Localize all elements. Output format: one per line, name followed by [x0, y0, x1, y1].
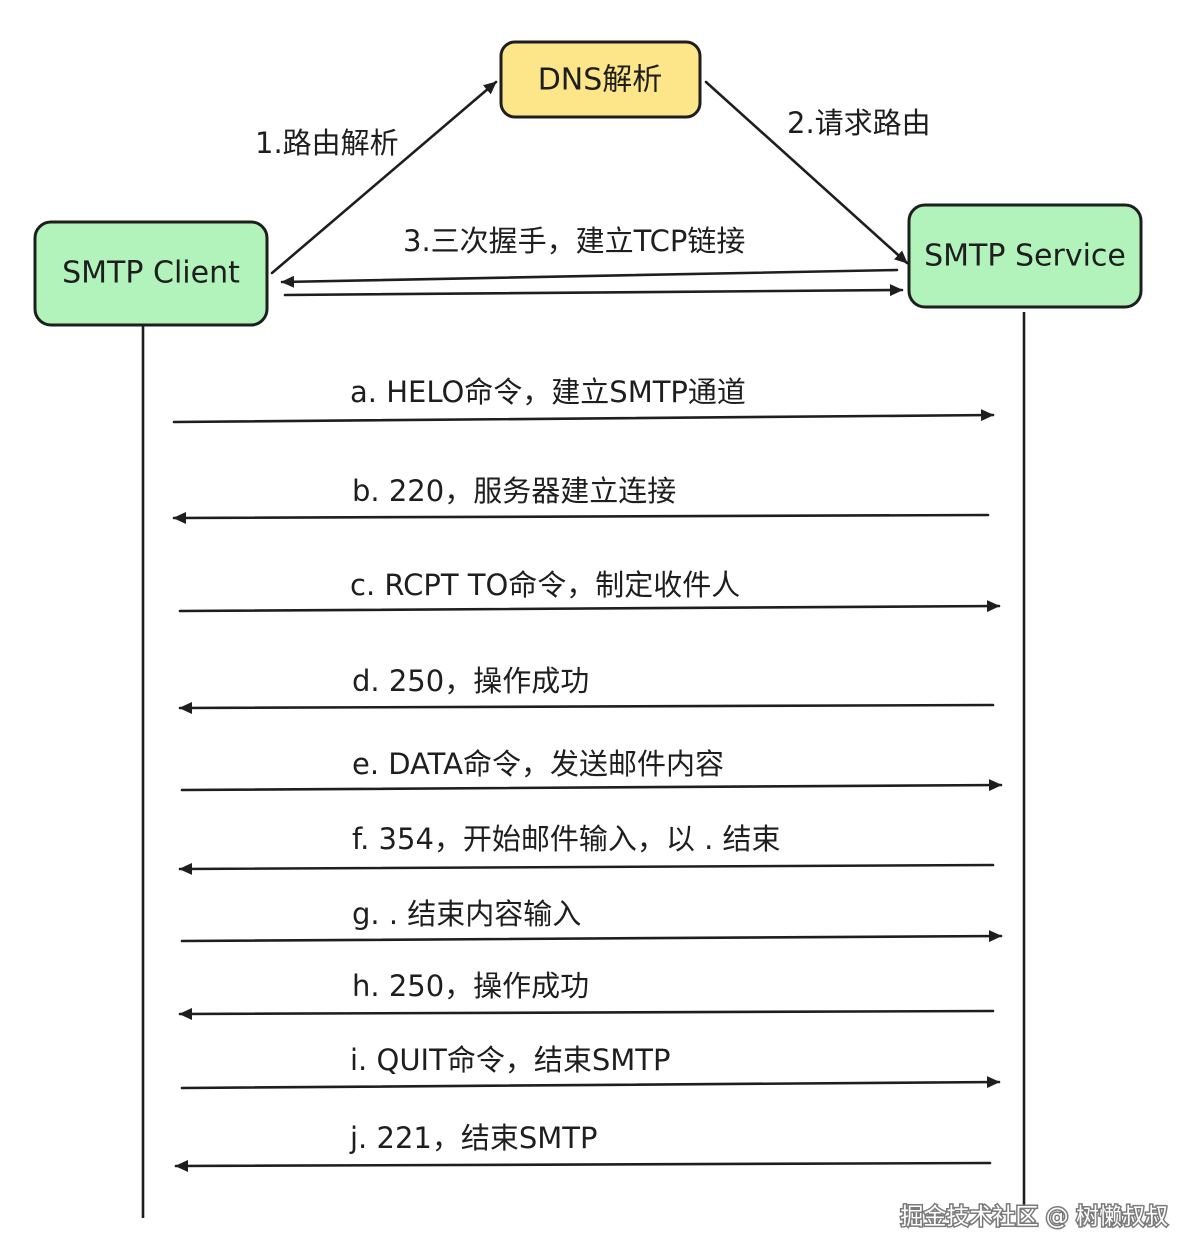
message-h: h. 250，操作成功	[178, 969, 995, 1020]
message-arrow	[178, 600, 1001, 613]
route-resolve-arrow	[270, 80, 498, 275]
smtp-client-label: SMTP Client	[62, 256, 240, 291]
message-label: i. QUIT命令，结束SMTP	[350, 1043, 670, 1077]
tcp-handshake-arrow-to-service	[283, 284, 904, 297]
message-arrow	[178, 862, 995, 875]
message-b: b. 220，服务器建立连接	[172, 474, 990, 524]
message-label: j. 221，结束SMTP	[349, 1121, 597, 1155]
dns-node: DNS解析	[499, 40, 702, 119]
message-i: i. QUIT命令，结束SMTP	[180, 1043, 1001, 1090]
message-label: b. 220，服务器建立连接	[352, 474, 676, 508]
route-request-arrow	[704, 80, 909, 265]
smtp-client-node: SMTP Client	[33, 220, 269, 327]
message-arrow	[180, 1076, 1001, 1090]
message-d: d. 250，操作成功	[178, 664, 995, 714]
message-label: h. 250，操作成功	[352, 969, 589, 1003]
message-e: e. DATA命令，发送邮件内容	[180, 747, 1003, 792]
message-label: c. RCPT TO命令，制定收件人	[350, 568, 740, 602]
smtp-service-label: SMTP Service	[924, 239, 1126, 274]
message-label: d. 250，操作成功	[352, 664, 589, 698]
tcp-handshake-label: 3.三次握手，建立TCP链接	[403, 224, 745, 258]
message-label: e. DATA命令，发送邮件内容	[352, 747, 724, 781]
watermark-text: 掘金技术社区 @ 树懒叔叔	[900, 1204, 1168, 1230]
message-g: g. . 结束内容输入	[180, 897, 1003, 943]
smtp-service-node: SMTP Service	[907, 203, 1143, 309]
message-arrow	[178, 1007, 995, 1020]
message-arrow	[172, 511, 990, 524]
route-resolve-label: 1.路由解析	[255, 126, 399, 160]
message-label: a. HELO命令，建立SMTP通道	[350, 375, 746, 409]
tcp-handshake-arrow-to-client	[280, 268, 899, 288]
message-a: a. HELO命令，建立SMTP通道	[172, 375, 995, 424]
message-label: f. 354，开始邮件输入，以 . 结束	[352, 822, 781, 856]
message-c: c. RCPT TO命令，制定收件人	[178, 568, 1001, 613]
message-f: f. 354，开始邮件输入，以 . 结束	[178, 822, 995, 875]
message-arrow	[178, 701, 995, 714]
route-request-label: 2.请求路由	[787, 106, 931, 140]
message-arrow	[172, 409, 995, 424]
message-arrow	[174, 1159, 992, 1172]
message-label: g. . 结束内容输入	[352, 897, 581, 931]
message-j: j. 221，结束SMTP	[174, 1121, 992, 1172]
message-arrow	[180, 779, 1003, 792]
message-arrow	[180, 930, 1003, 943]
dns-node-label: DNS解析	[538, 63, 663, 98]
